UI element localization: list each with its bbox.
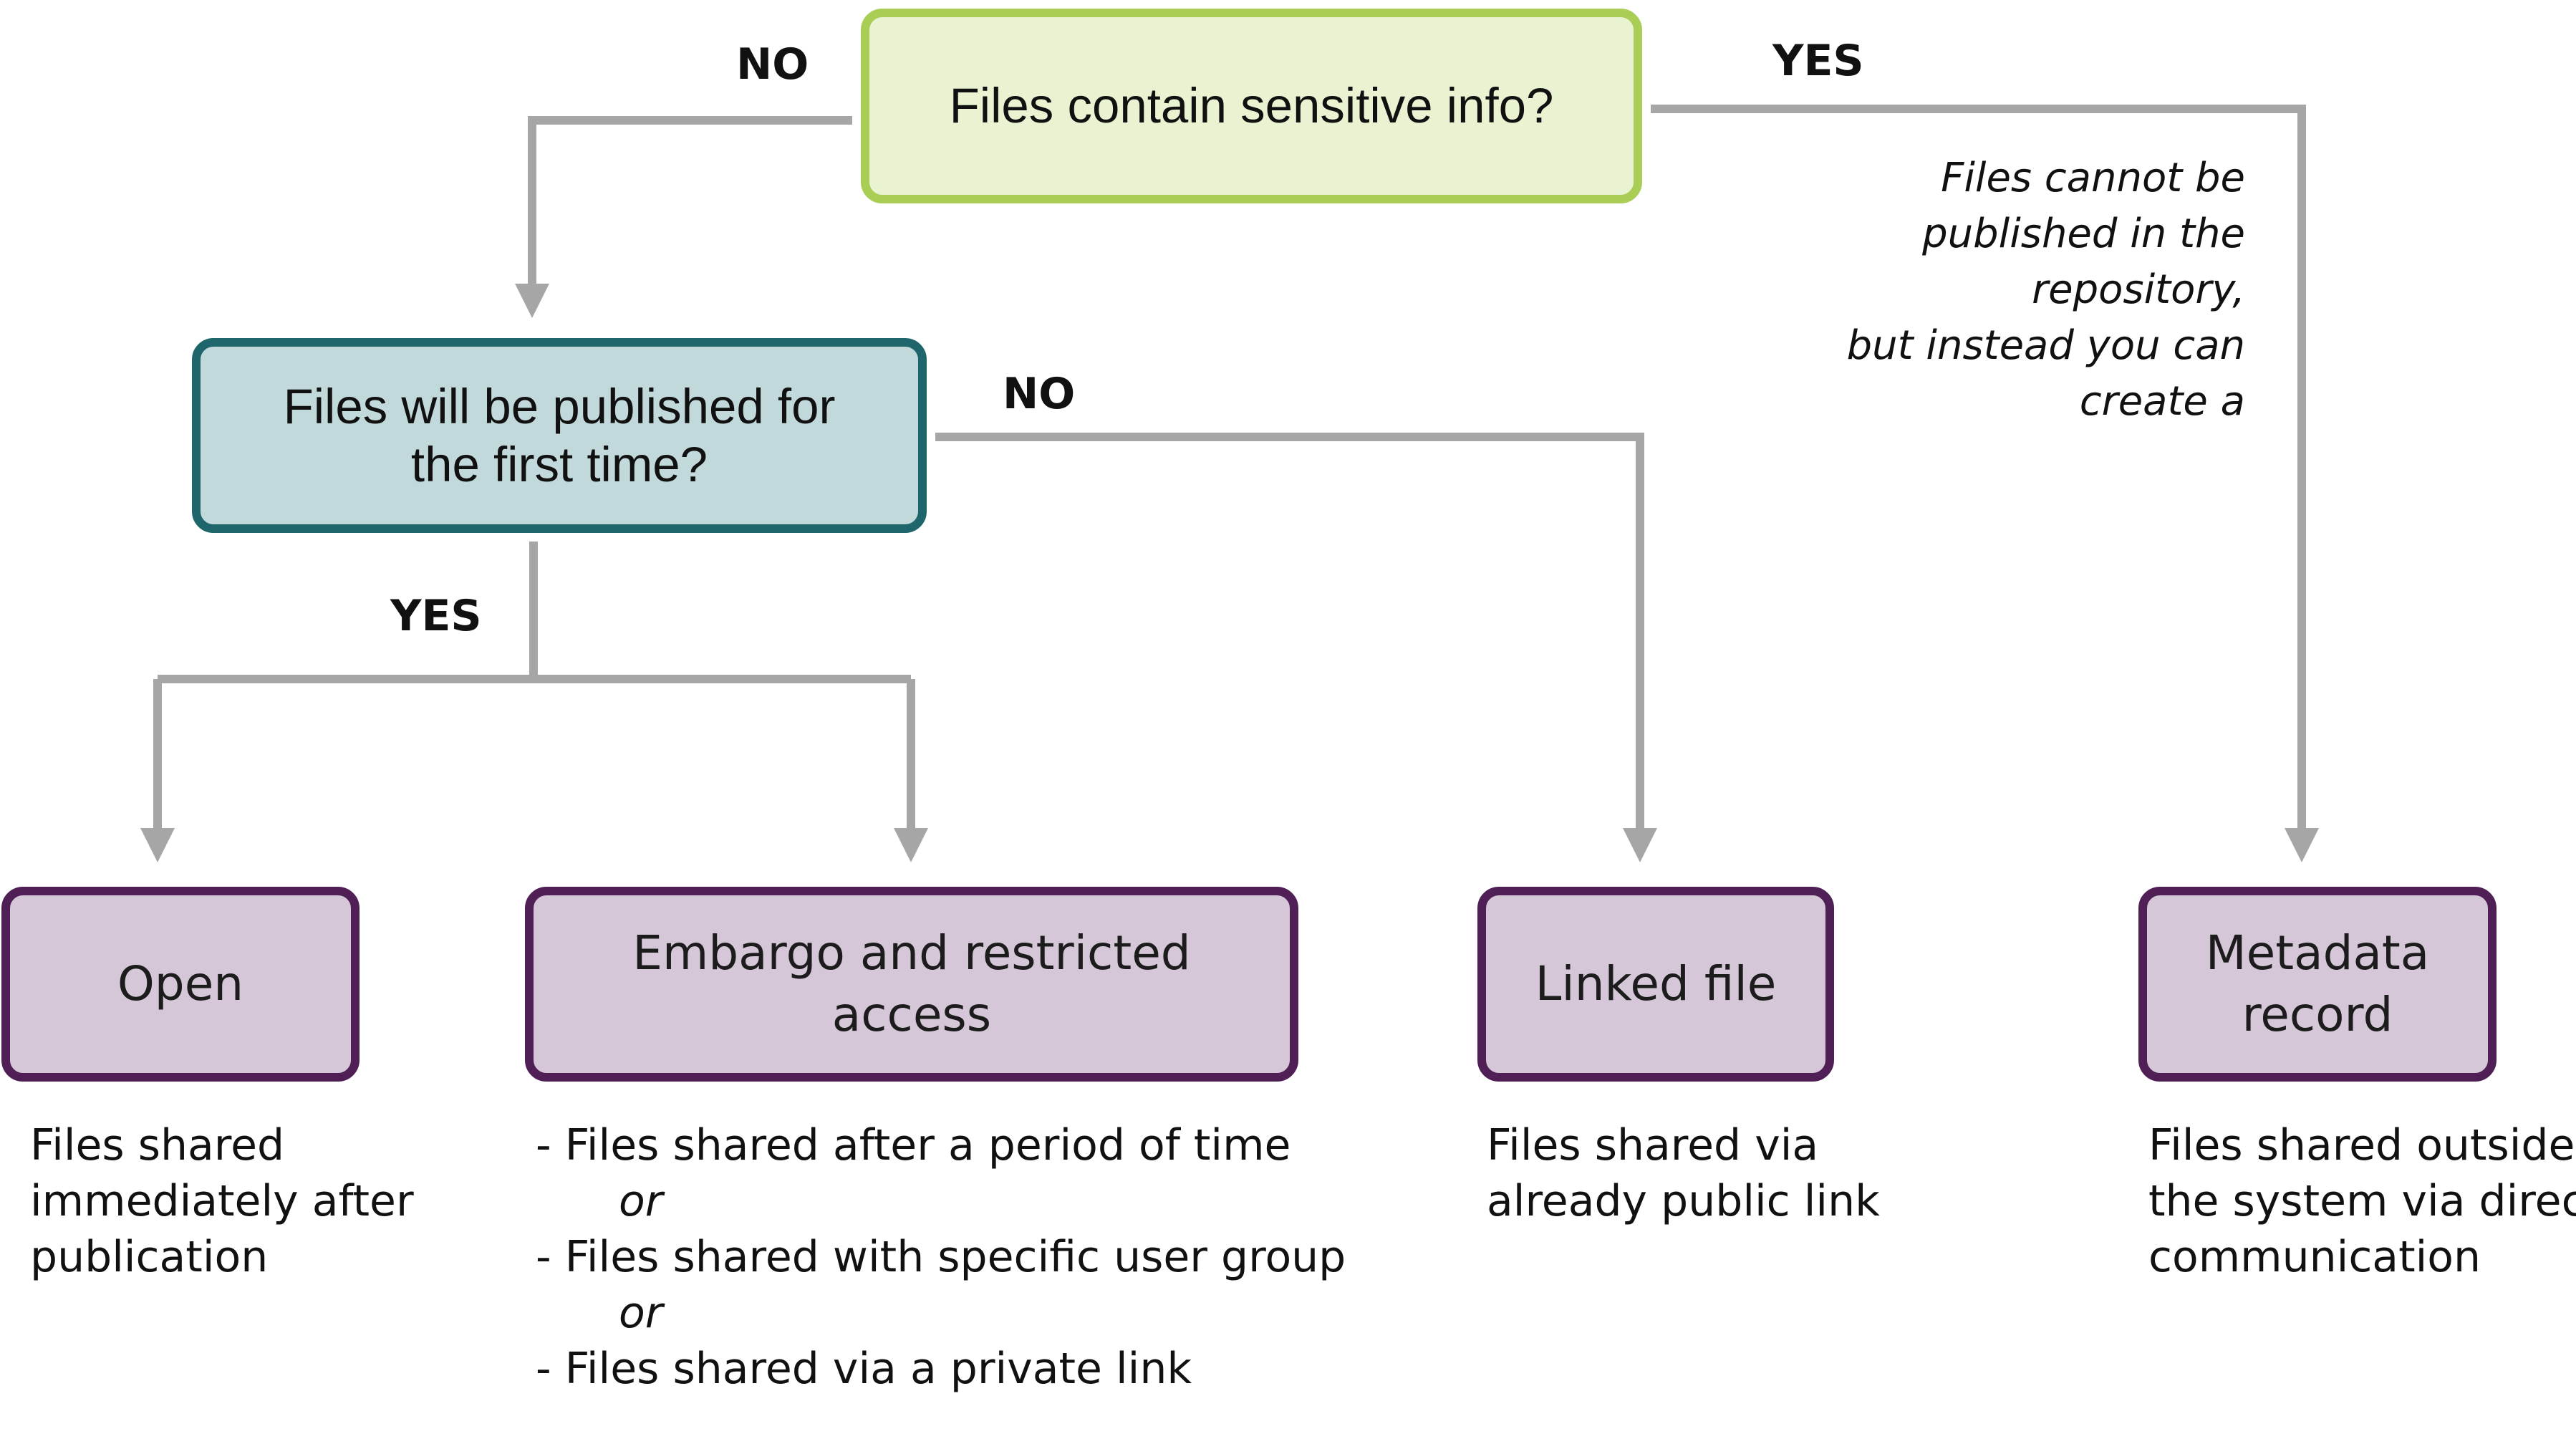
edge-label-sensitive-no: NO xyxy=(736,39,809,90)
outcome-linked-file-title-line: Linked file xyxy=(1535,956,1777,1012)
description-line: already public link xyxy=(1487,1176,1880,1226)
outcome-open-title: Open xyxy=(103,953,258,1015)
decision-sensitive-info-label: Files contain sensitive info? xyxy=(949,78,1554,134)
edge-label-first-time-no: NO xyxy=(1003,369,1076,419)
edge-first-time-no xyxy=(935,433,1657,862)
outcome-embargo-description: - Files shared after a period of time or… xyxy=(536,1117,1346,1397)
description-or: or xyxy=(619,1176,663,1226)
edge-label-first-time-yes: YES xyxy=(390,591,482,641)
outcome-metadata-record-title: Metadata record xyxy=(2191,923,2444,1046)
outcome-linked-file-title: Linked file xyxy=(1521,953,1791,1015)
description-line: immediately after xyxy=(30,1176,414,1226)
description-line: Files shared xyxy=(30,1120,285,1170)
description-line: the system via direct xyxy=(2148,1176,2576,1226)
metadata-note-line: but instead you can xyxy=(1846,322,2245,369)
metadata-note-line: published in the xyxy=(1922,211,2245,257)
description-line: - Files shared after a period of time xyxy=(536,1120,1291,1170)
description-line: Files shared via xyxy=(1487,1120,1819,1170)
description-line: publication xyxy=(30,1232,269,1282)
outcome-metadata-record: Metadata record xyxy=(2138,887,2497,1082)
metadata-note-line: repository, xyxy=(2032,266,2245,313)
description-line: - Files shared via a private link xyxy=(536,1344,1192,1394)
outcome-metadata-record-title-line: record xyxy=(2242,987,2393,1042)
outcome-metadata-record-title-line: Metadata xyxy=(2205,925,2430,981)
outcome-embargo-title-line: access xyxy=(831,987,992,1042)
decision-first-publication: Files will be published for the first ti… xyxy=(192,338,927,533)
description-line: communication xyxy=(2148,1232,2481,1282)
outcome-metadata-record-description: Files shared outside the system via dire… xyxy=(2148,1117,2576,1285)
decision-first-publication-line: Files will be published for xyxy=(283,378,836,434)
outcome-open-description: Files shared immediately after publicati… xyxy=(30,1117,414,1285)
outcome-embargo: Embargo and restricted access xyxy=(525,887,1298,1082)
metadata-note: Files cannot be published in the reposit… xyxy=(1833,150,2245,430)
outcome-embargo-title: Embargo and restricted access xyxy=(618,923,1205,1046)
outcome-linked-file-description: Files shared via already public link xyxy=(1487,1117,1880,1229)
outcome-embargo-title-line: Embargo and restricted xyxy=(632,925,1191,981)
outcome-open: Open xyxy=(1,887,360,1082)
decision-first-publication-label: Files will be published for the first ti… xyxy=(269,377,850,494)
description-line: - Files shared with specific user group xyxy=(536,1232,1346,1282)
decision-first-publication-line: the first time? xyxy=(410,437,708,492)
description-line: Files shared outside xyxy=(2148,1120,2575,1170)
edge-sensitive-yes xyxy=(1651,105,2319,862)
outcome-open-title-line: Open xyxy=(117,956,244,1012)
edge-label-sensitive-yes: YES xyxy=(1772,36,1864,86)
metadata-note-line: Files cannot be xyxy=(1941,155,2245,201)
description-or: or xyxy=(619,1288,663,1338)
metadata-note-line: create a xyxy=(2079,378,2245,425)
outcome-linked-file: Linked file xyxy=(1477,887,1834,1082)
edge-sensitive-no xyxy=(515,116,852,318)
decision-sensitive-info: Files contain sensitive info? xyxy=(861,9,1642,203)
